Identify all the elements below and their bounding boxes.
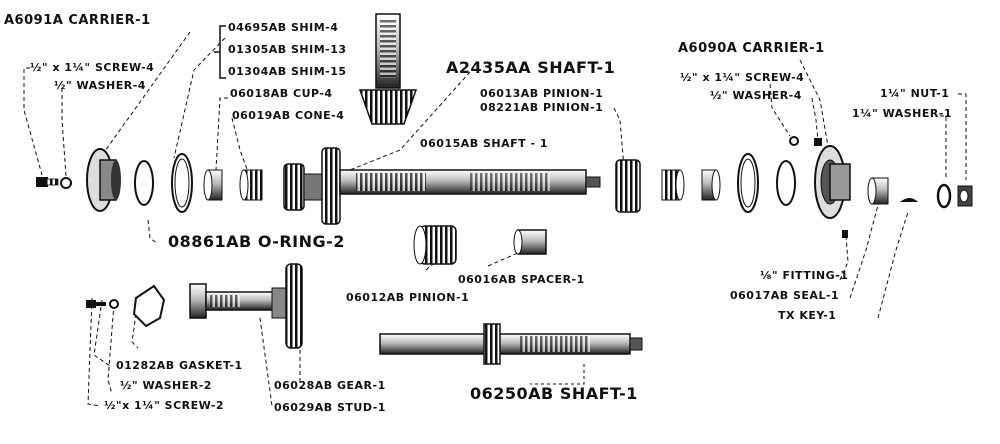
cluster-gear xyxy=(283,147,341,225)
left-washer xyxy=(60,177,72,189)
bearing-cone-right xyxy=(661,169,685,201)
label-spacer: 06016AB SPACER-1 xyxy=(458,273,585,286)
left-carrier xyxy=(86,148,121,212)
label-washer-left: ½" WASHER-4 xyxy=(54,79,146,92)
seal xyxy=(867,177,889,205)
label-o-ring: 08861AB O-RING-2 xyxy=(168,232,345,251)
label-gasket: 01282AB GASKET-1 xyxy=(116,359,243,372)
pinion-middle xyxy=(413,225,457,265)
label-stud: 06029AB STUD-1 xyxy=(274,401,386,414)
label-seal: 06017AB SEAL-1 xyxy=(730,289,840,302)
bottom-washer xyxy=(109,299,119,309)
label-shim-13: 01305AB SHIM-13 xyxy=(228,43,347,56)
label-washer-big: 1¼" WASHER-1 xyxy=(852,107,953,120)
label-shim-15: 01304AB SHIM-15 xyxy=(228,65,347,78)
label-fitting: ⅛" FITTING-1 xyxy=(760,269,849,282)
label-washer-right: ½" WASHER-4 xyxy=(710,89,802,102)
shim-stack xyxy=(171,153,193,213)
gear-bottom xyxy=(271,263,303,349)
pinion-gear-right xyxy=(615,159,641,213)
right-screw xyxy=(814,138,822,146)
label-pinion-middle: 06012AB PINION-1 xyxy=(346,291,470,304)
spacer xyxy=(513,229,547,255)
leader-lines xyxy=(23,31,967,407)
bottom-screw xyxy=(86,300,106,308)
bearing-cup-right xyxy=(701,169,721,201)
gasket xyxy=(132,284,166,328)
label-shim-4: 04695AB SHIM-4 xyxy=(228,21,339,34)
large-washer xyxy=(936,183,952,209)
right-washer xyxy=(789,136,799,146)
fitting xyxy=(842,230,848,238)
large-nut xyxy=(957,185,973,207)
o-ring-right xyxy=(776,160,796,206)
label-pinion-08221: 08221AB PINION-1 xyxy=(480,101,604,114)
label-cup: 06018AB CUP-4 xyxy=(230,87,333,100)
label-tx-key: TX KEY-1 xyxy=(778,309,837,322)
label-nut: 1¼" NUT-1 xyxy=(880,87,950,100)
bearing-cone-left xyxy=(239,169,263,201)
label-gear: 06028AB GEAR-1 xyxy=(274,379,386,392)
label-shaft-bottom: 06250AB SHAFT-1 xyxy=(470,384,638,403)
label-shaft-top: A2435AA SHAFT-1 xyxy=(446,58,616,77)
label-washer-bottom: ½" WASHER-2 xyxy=(120,379,212,392)
bottom-shaft xyxy=(379,323,643,365)
label-screw-right: ½" x 1¼" SCREW-4 xyxy=(680,71,805,84)
shim-stack-right xyxy=(737,153,759,213)
stud xyxy=(189,283,275,319)
label-main-shaft: 06015AB SHAFT - 1 xyxy=(420,137,549,150)
label-carrier-right: A6090A CARRIER-1 xyxy=(678,41,825,56)
label-cone: 06019AB CONE-4 xyxy=(232,109,345,122)
label-screw-left: ½" x 1¼" SCREW-4 xyxy=(30,61,155,74)
main-shaft xyxy=(339,169,601,195)
tx-key xyxy=(900,198,918,202)
bearing-cup-left xyxy=(203,169,223,201)
o-ring-left xyxy=(134,160,154,206)
label-screw-bottom: ½"x 1¼" SCREW-2 xyxy=(104,399,224,412)
left-screw xyxy=(36,177,59,187)
label-carrier-left: A6091A CARRIER-1 xyxy=(4,13,151,28)
pinion-shaft-top xyxy=(358,13,418,125)
right-carrier xyxy=(814,145,851,219)
label-pinion-06013: 06013AB PINION-1 xyxy=(480,87,604,100)
